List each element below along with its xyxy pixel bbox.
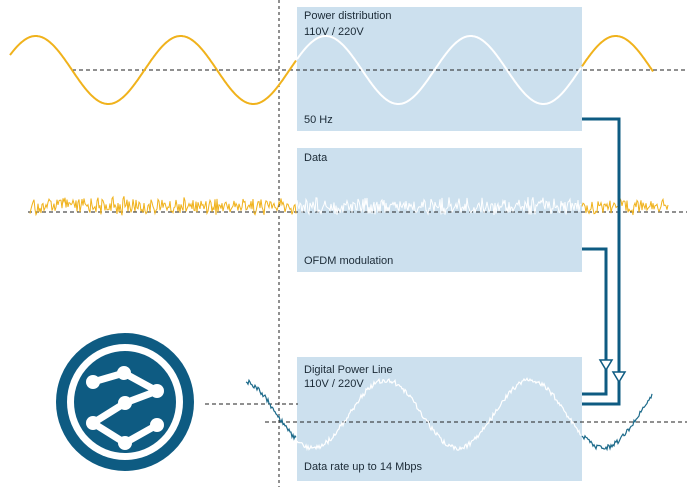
power-connector (582, 117, 621, 406)
data-panel-modulation: OFDM modulation (304, 255, 394, 267)
combined-panel-voltage: 110V / 220V (304, 378, 364, 390)
data-arrow-icon (598, 359, 614, 372)
data-connector (582, 247, 608, 396)
power-arrow-icon (611, 371, 627, 384)
digital-power-line-panel: Digital Power Line 110V / 220V Data rate… (297, 357, 582, 481)
power-distribution-panel: Power distribution 110V / 220V 50 Hz (297, 7, 582, 131)
combined-signal (245, 378, 653, 452)
combined-signal-highlight (296, 377, 582, 452)
power-panel-voltage: 110V / 220V (304, 26, 364, 38)
combined-panel-title: Digital Power Line (304, 364, 393, 376)
data-panel-title: Data (304, 152, 328, 164)
power-sine-wave (9, 35, 654, 105)
power-panel-title: Power distribution (304, 10, 392, 22)
data-signal-highlight (296, 197, 582, 216)
network-node-icon (56, 333, 194, 471)
power-panel-frequency: 50 Hz (304, 114, 333, 126)
power-sine-wave-highlight (296, 35, 582, 105)
data-signal (29, 195, 669, 217)
combined-panel-rate: Data rate up to 14 Mbps (304, 461, 423, 473)
data-panel: Data OFDM modulation (297, 148, 582, 272)
